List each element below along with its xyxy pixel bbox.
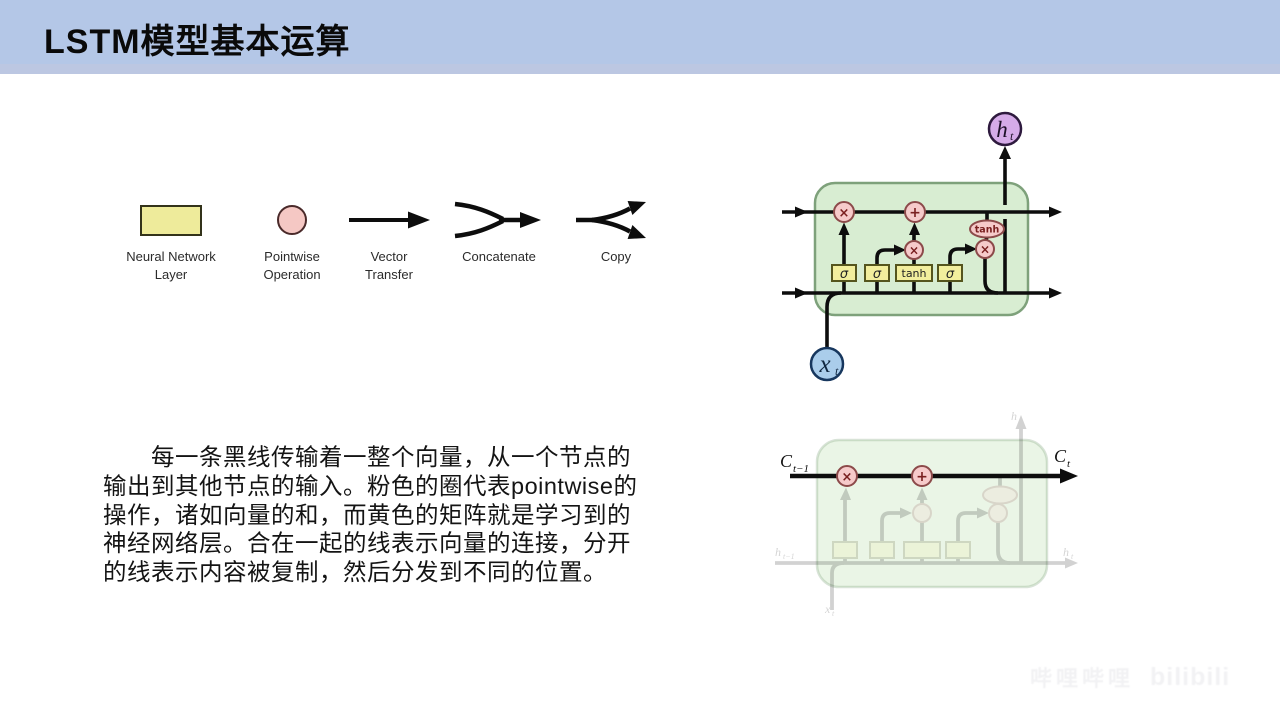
legend-label: Operation xyxy=(263,267,321,282)
paragraph-line: 操作，诸如向量的和，而黄色的矩阵就是学习到的 xyxy=(103,501,631,528)
label-c-t: C xyxy=(1054,446,1067,466)
concatenate-icon xyxy=(454,201,541,239)
legend-item-neural-network-layer: Neural Network Layer xyxy=(106,193,236,283)
svg-text:h: h xyxy=(775,545,781,559)
forget-gate-sigma: σ xyxy=(831,264,857,282)
legend-label: Copy xyxy=(600,249,632,264)
bilibili-logo: bilibili xyxy=(1150,662,1231,691)
paragraph-line: 每一条黑线传输着一整个向量，从一个节点的 xyxy=(151,444,631,470)
pointwise-multiply-output: × xyxy=(975,239,995,259)
svg-text:σ: σ xyxy=(873,267,882,282)
slide-header: LSTM模型基本运算 xyxy=(0,0,1280,74)
svg-text:h: h xyxy=(1063,545,1069,559)
watermark-cn-text: 哔哩哔哩 xyxy=(1030,666,1135,691)
bilibili-watermark: 哔哩哔哩 bilibili xyxy=(1030,657,1260,697)
svg-text:t: t xyxy=(1067,458,1071,470)
svg-text:tanh: tanh xyxy=(975,225,1000,236)
output-gate-sigma: σ xyxy=(937,264,963,282)
svg-text:+: + xyxy=(909,205,921,221)
svg-text:σ: σ xyxy=(840,267,849,282)
label-c-t-minus-1: C xyxy=(780,451,793,471)
input-gate-sigma: σ xyxy=(864,264,890,282)
svg-text:×: × xyxy=(980,243,990,257)
candidate-tanh-gate: tanh xyxy=(895,264,933,282)
legend-item-concatenate: Concatenate xyxy=(439,193,559,265)
legend-label: Layer xyxy=(154,267,188,282)
svg-text:t: t xyxy=(1019,416,1022,425)
legend-label: Pointwise xyxy=(264,249,320,264)
output-node-ht: h t xyxy=(987,111,1023,147)
legend-item-copy: Copy xyxy=(571,193,661,265)
svg-text:t: t xyxy=(835,364,839,378)
svg-text:×: × xyxy=(842,470,853,485)
svg-text:σ: σ xyxy=(946,267,955,282)
svg-text:t: t xyxy=(832,609,835,618)
explanation-paragraph: 每一条黑线传输着一整个向量，从一个节点的 输出到其他节点的输入。粉色的圈代表po… xyxy=(103,443,663,587)
pointwise-multiply-input: × xyxy=(904,240,924,260)
pointwise-operation-icon xyxy=(277,205,307,235)
pointwise-add: + xyxy=(904,201,926,223)
neural-network-layer-icon xyxy=(140,204,202,236)
svg-text:×: × xyxy=(839,206,850,221)
legend-label: Neural Network xyxy=(126,249,216,264)
svg-text:+: + xyxy=(916,469,928,485)
pointwise-tanh: tanh xyxy=(969,219,1005,239)
cell-state-diagram: h t h t−1 h t x t × + C t−1 C t xyxy=(775,409,1078,618)
legend-label: Concatenate xyxy=(462,249,536,264)
legend-label: Transfer xyxy=(365,267,413,282)
paragraph-line: 的线表示内容被复制，然后分发到不同的位置。 xyxy=(103,559,607,586)
faded-cell-body xyxy=(815,438,1049,589)
svg-text:x: x xyxy=(818,351,830,378)
svg-text:h: h xyxy=(1011,409,1017,423)
svg-text:t: t xyxy=(1010,129,1014,143)
legend-item-pointwise-operation: Pointwise Operation xyxy=(237,193,347,283)
lstm-cell-diagram: × + × tanh × σ σ tanh σ x t h t xyxy=(782,111,1062,382)
copy-icon xyxy=(576,201,646,239)
legend-label: Vector xyxy=(370,249,408,264)
svg-text:t−1: t−1 xyxy=(793,463,809,475)
legend-item-vector-transfer: Vector Transfer xyxy=(339,193,439,283)
cell-state-line: × + C t−1 C t xyxy=(780,446,1078,487)
vector-transfer-icon xyxy=(349,211,430,229)
pointwise-multiply-forget: × xyxy=(833,201,855,223)
svg-text:×: × xyxy=(909,244,919,258)
page-title: LSTM模型基本运算 xyxy=(44,23,351,61)
svg-text:t: t xyxy=(1071,552,1074,561)
svg-text:h: h xyxy=(996,117,1008,142)
svg-text:t−1: t−1 xyxy=(783,552,795,561)
faded-lstm-structure: h t h t−1 h t x t xyxy=(775,409,1078,618)
input-node-xt: x t xyxy=(809,346,845,382)
svg-text:x: x xyxy=(824,602,831,616)
svg-text:tanh: tanh xyxy=(902,267,927,280)
paragraph-line: 输出到其他节点的输入。粉色的圈代表pointwise的 xyxy=(103,472,638,499)
paragraph-line: 神经网络层。合在一起的线表示向量的连接，分开 xyxy=(103,530,631,557)
